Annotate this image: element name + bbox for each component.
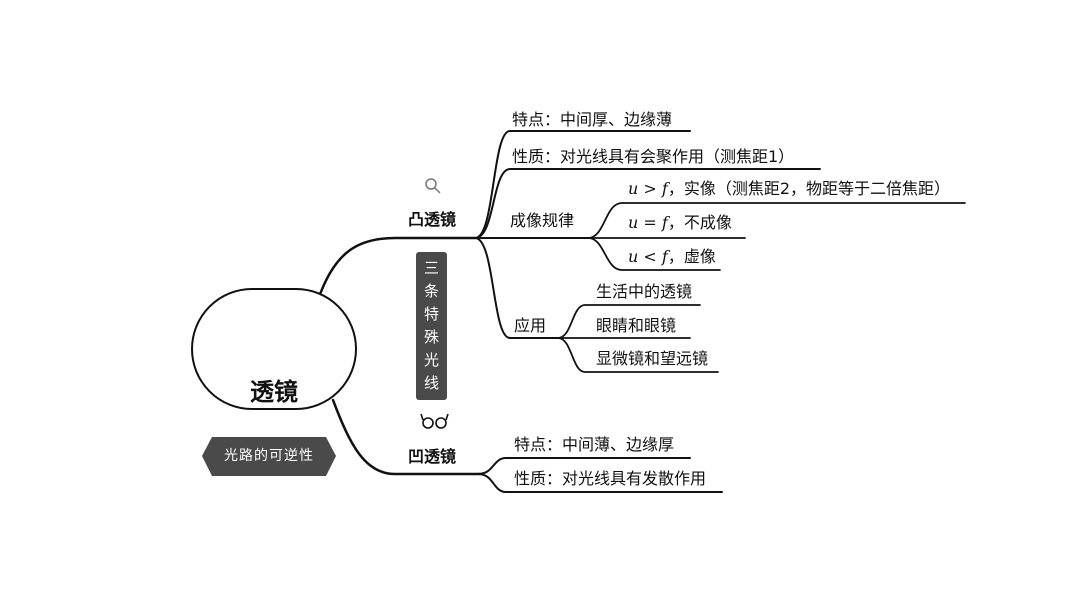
- side-tag-shape: [202, 437, 336, 476]
- branch-concave-property: [477, 473, 723, 493]
- application-item: 生活中的透镜: [596, 282, 693, 301]
- convex-feature: 特点：中间厚、边缘薄: [512, 110, 673, 129]
- imaging-rule-3: u < f，虚像: [628, 247, 716, 266]
- imaging-rules-label: 成像规律: [510, 211, 575, 230]
- concave-lens-label: 凹透镜: [408, 447, 457, 466]
- center-tag-char: 三: [423, 259, 439, 277]
- imaging-rule-2: u = f，不成像: [628, 213, 732, 232]
- branch-imaging-1: [587, 202, 966, 239]
- branch-concave-feature: [477, 457, 691, 475]
- branch-convex-property: [474, 168, 821, 239]
- branch-app-3: [557, 337, 719, 373]
- application-item: 显微镜和望远镜: [596, 349, 709, 368]
- branch-app-1: [557, 304, 701, 339]
- branch-imaging-3: [587, 237, 721, 271]
- convex-property: 性质：对光线具有会聚作用（测焦距1）: [512, 147, 795, 166]
- branch-root-concave: [331, 398, 482, 476]
- glasses-icon: [420, 413, 449, 429]
- side-tag: 光路的可逆性: [224, 448, 314, 464]
- concave-feature: 特点：中间薄、边缘厚: [514, 435, 675, 454]
- center-tag-char: 殊: [423, 328, 439, 346]
- branch-root-convex: [316, 236, 477, 302]
- concave-property: 性质：对光线具有发散作用: [514, 469, 707, 488]
- root-node: [191, 288, 357, 410]
- convex-lens-label: 凸透镜: [408, 210, 457, 229]
- branch-convex-feature: [474, 130, 691, 239]
- branch-convex-application: [474, 237, 561, 339]
- center-tag-char: 特: [423, 305, 439, 323]
- center-tag-char: 光: [423, 351, 439, 369]
- center-tag-char: 条: [423, 282, 439, 300]
- center-tag: 三 条 特 殊 光 线: [416, 252, 447, 400]
- magnifier-icon: [425, 178, 441, 194]
- imaging-rule-1: u > f，实像（测焦距2，物距等于二倍焦距）: [628, 179, 950, 198]
- application-label: 应用: [514, 316, 547, 335]
- root-title: 透镜: [250, 378, 298, 406]
- application-item: 眼睛和眼镜: [596, 316, 677, 335]
- center-tag-char: 线: [423, 374, 439, 392]
